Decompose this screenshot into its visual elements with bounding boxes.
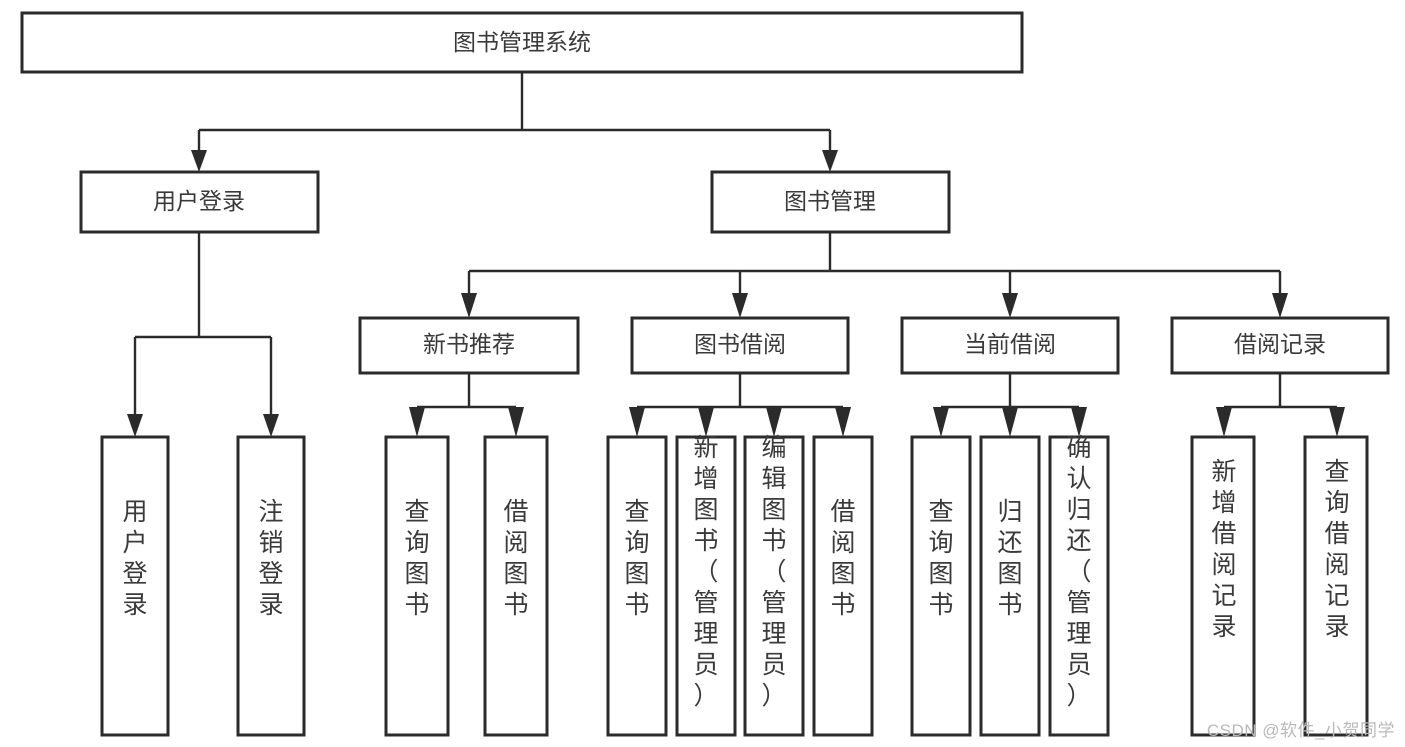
leaf-label: 查询图书 bbox=[928, 498, 953, 619]
connector-group-book-borrow bbox=[629, 373, 851, 437]
leaf-box[interactable] bbox=[979, 435, 1041, 737]
node-user-login[interactable]: 用户登录 bbox=[79, 170, 320, 234]
leaf-label: 借阅图书 bbox=[503, 498, 528, 619]
node-root[interactable]: 图书管理系统 bbox=[20, 11, 1024, 74]
arrow-head-icon bbox=[1002, 407, 1018, 437]
node-new-book-recommend-box[interactable] bbox=[358, 316, 580, 375]
leaf-book-borrow-1[interactable]: 新增图书（管理员） bbox=[675, 434, 737, 737]
arrow-head-icon bbox=[263, 414, 279, 437]
node-root-box[interactable] bbox=[20, 11, 1024, 74]
node-book-management[interactable]: 图书管理 bbox=[710, 170, 951, 234]
leaf-borrow-record-0[interactable]: 新增借阅记录 bbox=[1190, 435, 1256, 737]
leaf-user-login-0[interactable]: 用户登录 bbox=[100, 435, 170, 737]
leaf-borrow-record-1[interactable]: 查询借阅记录 bbox=[1303, 435, 1369, 737]
arrow-head-icon bbox=[127, 414, 143, 437]
arrow-head-icon bbox=[732, 293, 748, 318]
leaf-box[interactable] bbox=[236, 435, 306, 737]
leaf-new-book-recommend-0[interactable]: 查询图书 bbox=[384, 435, 450, 737]
leaf-book-borrow-3[interactable]: 借阅图书 bbox=[812, 435, 874, 737]
leaf-label: 确认归还（管理员） bbox=[1066, 434, 1091, 710]
connector-group-book-management bbox=[461, 232, 1288, 318]
leaf-label: 用户登录 bbox=[122, 498, 147, 619]
arrow-head-icon bbox=[409, 407, 425, 437]
node-borrow-record-label: 借阅记录 bbox=[1234, 331, 1326, 357]
leaf-label: 注销登录 bbox=[258, 498, 283, 619]
leaf-label: 查询图书 bbox=[404, 498, 429, 619]
leaf-new-book-recommend-1[interactable]: 借阅图书 bbox=[483, 435, 549, 737]
leaf-box[interactable] bbox=[384, 435, 450, 737]
node-current-borrow-box[interactable] bbox=[900, 316, 1120, 375]
arrow-head-icon bbox=[508, 407, 524, 437]
leaf-label: 查询图书 bbox=[624, 498, 649, 619]
leaf-book-borrow-2[interactable]: 编辑图书（管理员） bbox=[743, 434, 805, 737]
leaf-current-borrow-2[interactable]: 确认归还（管理员） bbox=[1048, 434, 1110, 737]
node-user-login-label: 用户登录 bbox=[153, 188, 245, 214]
arrow-head-icon bbox=[1002, 293, 1018, 318]
arrow-head-icon bbox=[191, 150, 207, 172]
node-new-book-recommend-label: 新书推荐 bbox=[423, 331, 515, 357]
node-book-management-box[interactable] bbox=[710, 170, 951, 234]
node-current-borrow[interactable]: 当前借阅 bbox=[900, 316, 1120, 375]
arrow-head-icon bbox=[822, 150, 838, 172]
node-current-borrow-label: 当前借阅 bbox=[964, 331, 1056, 357]
node-book-borrow[interactable]: 图书借阅 bbox=[630, 316, 850, 375]
node-book-management-label: 图书管理 bbox=[784, 188, 876, 214]
leaf-label: 新增图书（管理员） bbox=[693, 434, 718, 710]
node-root-label: 图书管理系统 bbox=[453, 29, 591, 55]
arrow-head-icon bbox=[629, 407, 645, 437]
arrow-head-icon bbox=[1071, 407, 1087, 437]
connector-group-current-borrow bbox=[933, 373, 1087, 437]
leaf-box[interactable] bbox=[1190, 435, 1256, 737]
connector-group-borrow-record bbox=[1216, 373, 1345, 437]
node-borrow-record[interactable]: 借阅记录 bbox=[1170, 316, 1390, 375]
leaf-box[interactable] bbox=[675, 435, 737, 737]
arrow-head-icon bbox=[933, 407, 949, 437]
arrow-head-icon bbox=[461, 293, 477, 318]
node-borrow-record-box[interactable] bbox=[1170, 316, 1390, 375]
arrow-head-icon bbox=[766, 407, 782, 437]
arrow-head-icon bbox=[698, 407, 714, 437]
connector-group-user-login bbox=[127, 232, 279, 437]
leaf-box[interactable] bbox=[910, 435, 972, 737]
arrow-head-icon bbox=[835, 407, 851, 437]
leaf-label: 归还图书 bbox=[997, 498, 1022, 619]
leaf-box[interactable] bbox=[483, 435, 549, 737]
node-book-borrow-box[interactable] bbox=[630, 316, 850, 375]
arrow-head-icon bbox=[1216, 407, 1232, 437]
leaf-label: 查询借阅记录 bbox=[1324, 458, 1349, 641]
leaf-box[interactable] bbox=[606, 435, 668, 737]
connector-group-new-book-recommend bbox=[409, 373, 524, 437]
leaf-box[interactable] bbox=[1048, 435, 1110, 737]
node-book-borrow-label: 图书借阅 bbox=[694, 331, 786, 357]
leaf-user-login-1[interactable]: 注销登录 bbox=[236, 435, 306, 737]
leaf-current-borrow-0[interactable]: 查询图书 bbox=[910, 435, 972, 737]
arrow-head-icon bbox=[1272, 293, 1288, 318]
connector-group-root bbox=[191, 72, 838, 172]
leaf-book-borrow-0[interactable]: 查询图书 bbox=[606, 435, 668, 737]
leaf-box[interactable] bbox=[100, 435, 170, 737]
leaf-box[interactable] bbox=[1303, 435, 1369, 737]
leaf-box[interactable] bbox=[812, 435, 874, 737]
leaf-label: 编辑图书（管理员） bbox=[761, 434, 786, 710]
leaf-box[interactable] bbox=[743, 435, 805, 737]
leaf-label: 新增借阅记录 bbox=[1211, 458, 1236, 641]
leaf-current-borrow-1[interactable]: 归还图书 bbox=[979, 435, 1041, 737]
node-new-book-recommend[interactable]: 新书推荐 bbox=[358, 316, 580, 375]
leaf-label: 借阅图书 bbox=[830, 498, 855, 619]
arrow-head-icon bbox=[1329, 407, 1345, 437]
